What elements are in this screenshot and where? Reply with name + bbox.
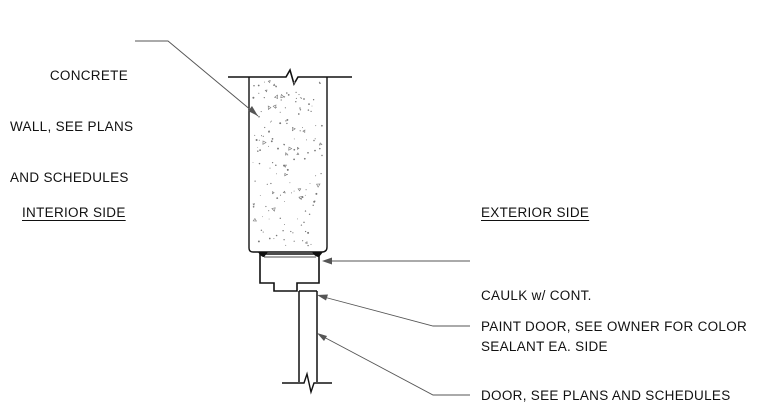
label-caulk-line2: SEALANT EA. SIDE — [481, 339, 608, 354]
leader-arrow-door — [317, 333, 327, 341]
label-interior-side: INTERIOR SIDE — [22, 205, 126, 220]
label-caulk: CAULK w/ CONT. SEALANT EA. SIDE — [481, 253, 608, 389]
label-paint-door: PAINT DOOR, SEE OWNER FOR COLOR — [481, 319, 748, 334]
concrete-hatch — [252, 80, 323, 247]
label-concrete-wall: CONCRETE WALL, SEE PLANS AND SCHEDULES — [10, 33, 134, 220]
wall-break-line — [228, 67, 352, 87]
door-leaf — [298, 290, 318, 382]
leader-paint-door — [319, 295, 470, 327]
door-break-line — [282, 371, 332, 395]
label-concrete-wall-line1: CONCRETE — [49, 68, 128, 83]
leader-arrow-concrete-wall — [248, 106, 258, 116]
label-concrete-wall-line2: WALL, SEE PLANS — [10, 119, 134, 134]
label-caulk-line1: CAULK w/ CONT. — [481, 288, 592, 303]
label-door: DOOR, SEE PLANS AND SCHEDULES — [481, 388, 731, 403]
leader-arrow-caulk — [322, 257, 332, 265]
leader-door — [319, 334, 470, 396]
concrete-wall — [248, 77, 328, 253]
leader-concrete-wall — [135, 40, 259, 117]
door-frame-head — [259, 253, 320, 292]
leader-arrow-paint-door — [317, 294, 328, 301]
label-exterior-side: EXTERIOR SIDE — [481, 205, 590, 220]
label-concrete-wall-line3: AND SCHEDULES — [10, 170, 129, 185]
